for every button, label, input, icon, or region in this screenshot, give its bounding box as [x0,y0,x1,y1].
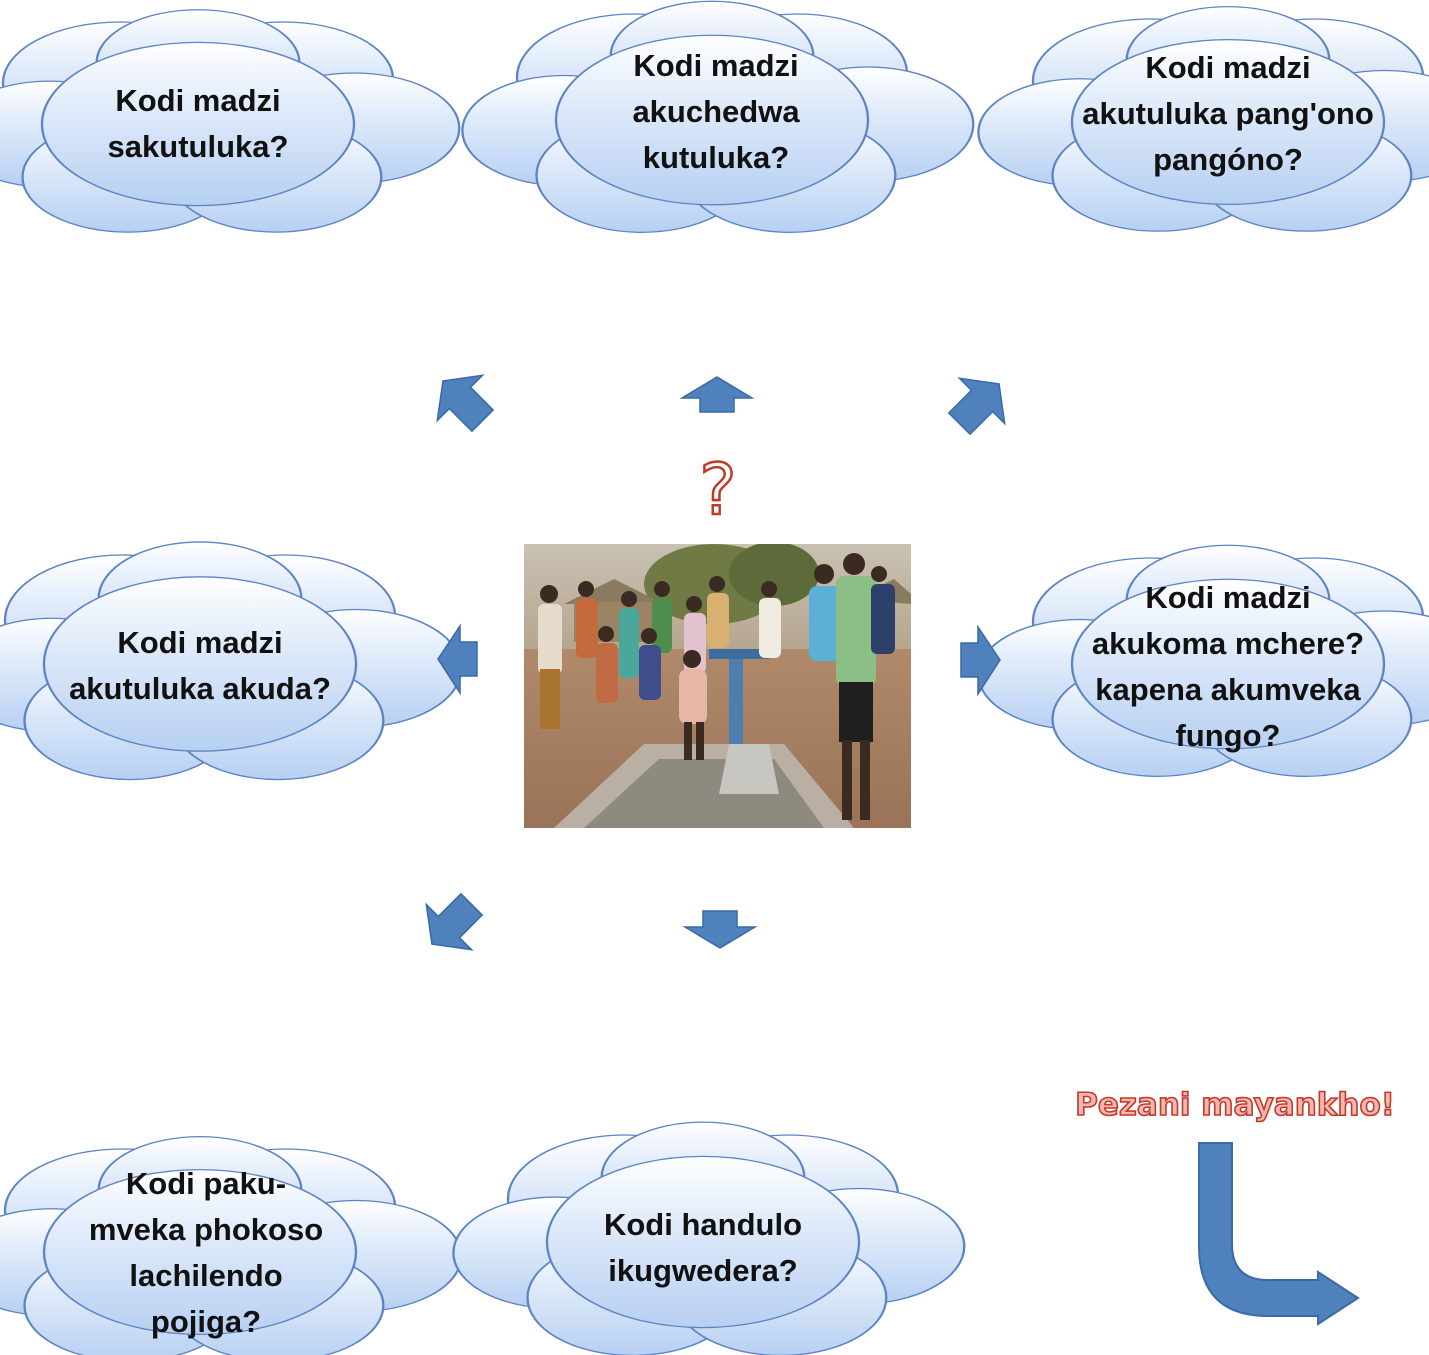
arrow-right-icon [960,624,1001,697]
find-answers-heading: Pezani mayankho! [1074,1086,1395,1124]
question-salty-smelly: Kodi madzi akukoma mchere? kapena akumve… [1091,580,1365,753]
direction-arrows [425,374,1006,951]
question-dirty-water: Kodi madzi akutuluka akuda? [69,625,331,706]
people-at-water-pump-photo [524,544,911,828]
arrow-left-icon [437,623,478,696]
photo-illustration [524,544,911,828]
bent-arrow-icon [1198,1142,1360,1326]
question-slow-flow: Kodi madzi akuchedwa kutuluka? [632,48,800,175]
question-mark: ? [698,448,738,533]
question-little-flow: Kodi madzi akutuluka pang'ono pangóno? [1082,50,1374,177]
question-handle-shaking: Kodi handulo ikugwedera? [603,1207,803,1288]
arrow-up-icon [679,376,755,413]
arrow-down-left-icon [425,892,484,951]
question-strange-noise: Kodi paku- mveka phokoso lachilendo poji… [88,1166,324,1339]
question-not-flowing: Kodi madzi sakutuluka? [107,83,289,164]
arrow-down-icon [682,910,758,949]
arrow-up-left-icon [436,374,495,433]
arrow-up-right-icon [947,377,1006,436]
